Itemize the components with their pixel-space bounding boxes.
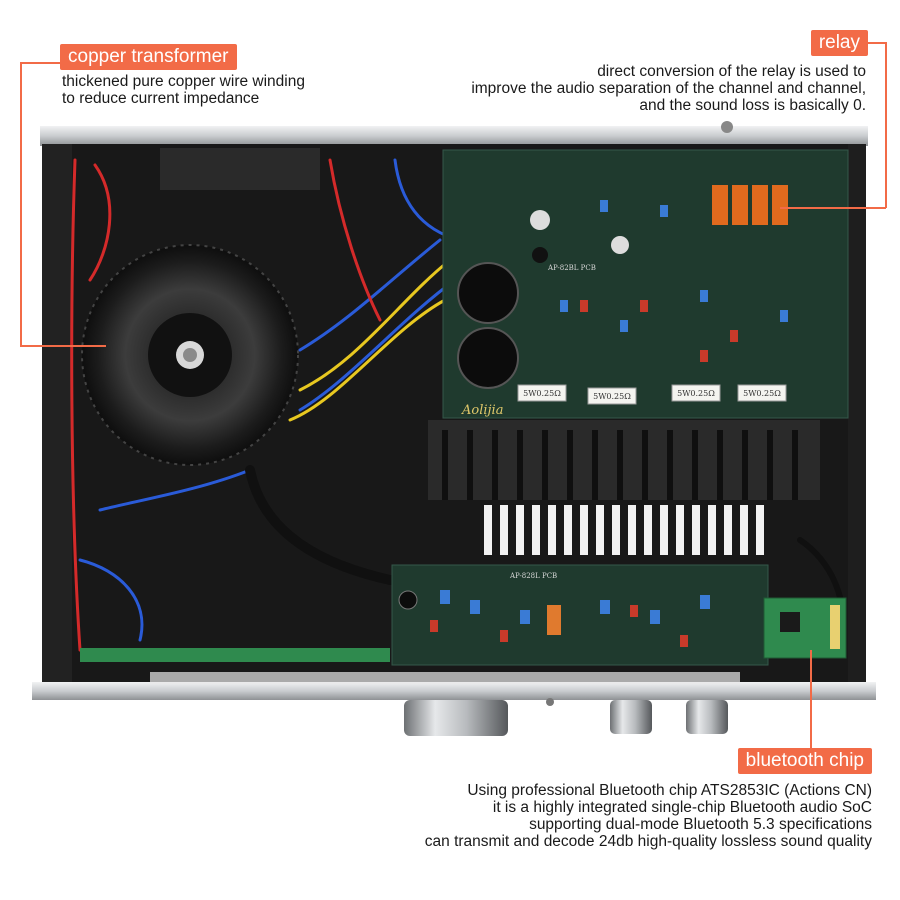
transformer-description: thickened pure copper wire winding to re… (62, 73, 305, 107)
transformer-leader-h (20, 62, 62, 64)
amp-board-label: AP-82BL PCB (547, 264, 596, 272)
relay-tag: relay (810, 30, 868, 56)
preamp-board (391, 564, 769, 666)
relay-desc-line-2: improve the audio separation of the chan… (471, 80, 866, 97)
resistor-label-4: 5W0.25Ω (743, 389, 781, 398)
preamp-board-label: AP-828L PCB (509, 572, 557, 580)
resistor-label-2: 5W0.25Ω (593, 392, 631, 401)
heatsink (428, 420, 820, 500)
resistor-label-3: 5W0.25Ω (677, 389, 715, 398)
toroidal-transformer (81, 244, 299, 466)
bluetooth-tag: bluetooth chip (737, 748, 872, 774)
transformer-tag: copper transformer (60, 44, 237, 70)
front-panel (32, 682, 876, 700)
relay-leader-h (868, 42, 886, 44)
top-rail (40, 126, 868, 146)
relay-block (712, 185, 788, 225)
transformer-desc-line-2: to reduce current impedance (62, 90, 260, 107)
transformer-leader-h2 (20, 345, 106, 347)
brand-label: Aolijia (461, 403, 503, 418)
relay-desc-line-3: and the sound loss is basically 0. (639, 97, 866, 114)
bluetooth-desc-line-1: Using professional Bluetooth chip ATS285… (467, 782, 872, 799)
relay-desc-line-1: direct conversion of the relay is used t… (597, 63, 866, 80)
resistor-label-1: 5W0.25Ω (523, 389, 561, 398)
relay-leader-v (885, 42, 887, 208)
bluetooth-description: Using professional Bluetooth chip ATS285… (425, 782, 872, 850)
bluetooth-desc-line-4: can transmit and decode 24db high-qualit… (424, 833, 872, 850)
transformer-desc-line-1: thickened pure copper wire winding (62, 73, 305, 90)
bluetooth-desc-line-3: supporting dual-mode Bluetooth 5.3 speci… (529, 816, 872, 833)
bluetooth-leader-v (810, 650, 812, 762)
bluetooth-desc-line-2: it is a highly integrated single-chip Bl… (492, 799, 872, 816)
relay-description: direct conversion of the relay is used t… (471, 63, 866, 114)
front-knobs (404, 698, 728, 736)
relay-leader-h2 (780, 207, 886, 209)
vent-slots (484, 505, 764, 555)
transformer-leader-v (20, 62, 22, 346)
